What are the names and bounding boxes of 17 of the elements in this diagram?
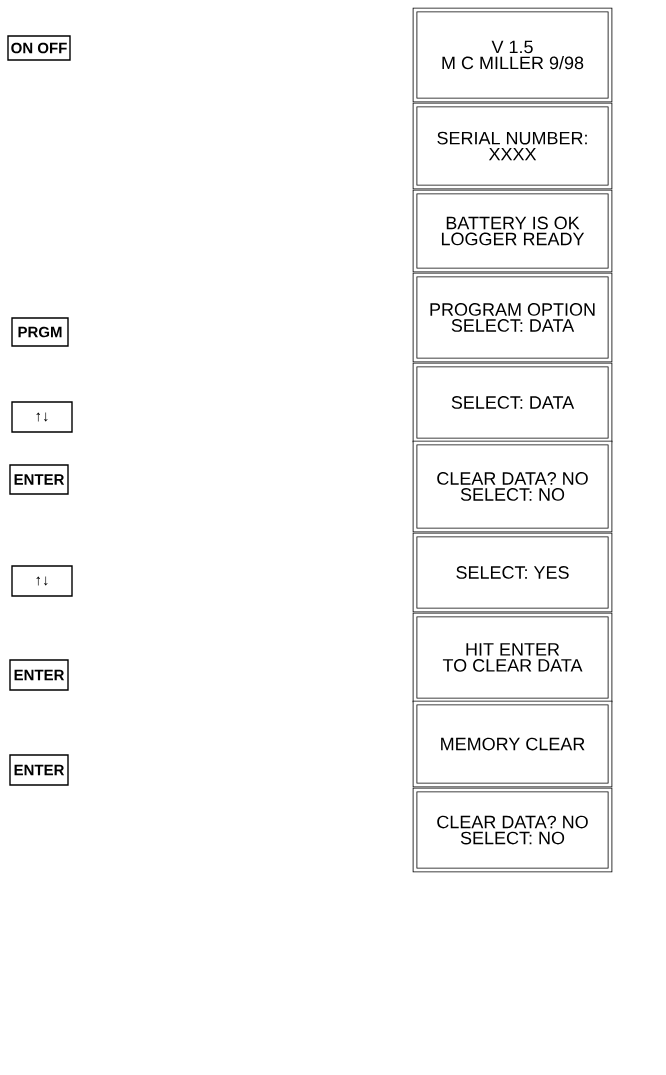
key-button: ON OFF [7, 35, 71, 61]
display-screen: BATTERY IS OK LOGGER READY [412, 189, 613, 273]
display-screen: SERIAL NUMBER: XXXX [412, 102, 613, 190]
display-screen: PROGRAM OPTION SELECT: DATA [412, 272, 613, 363]
display-screen: CLEAR DATA? NO SELECT: NO [412, 787, 613, 873]
display-screen: MEMORY CLEAR [412, 700, 613, 788]
display-screen: CLEAR DATA? NO SELECT: NO [412, 440, 613, 533]
key-button: ↑↓ [11, 565, 73, 597]
display-screen: HIT ENTER TO CLEAR DATA [412, 612, 613, 703]
display-screen: SELECT: DATA [412, 362, 613, 443]
key-button: PRGM [11, 317, 69, 347]
display-screen: V 1.5 M C MILLER 9/98 [412, 7, 613, 103]
key-button: ENTER [9, 659, 69, 691]
key-button: ENTER [9, 754, 69, 786]
display-screen: SELECT: YES [412, 532, 613, 613]
key-button: ↑↓ [11, 401, 73, 433]
key-button: ENTER [9, 464, 69, 495]
